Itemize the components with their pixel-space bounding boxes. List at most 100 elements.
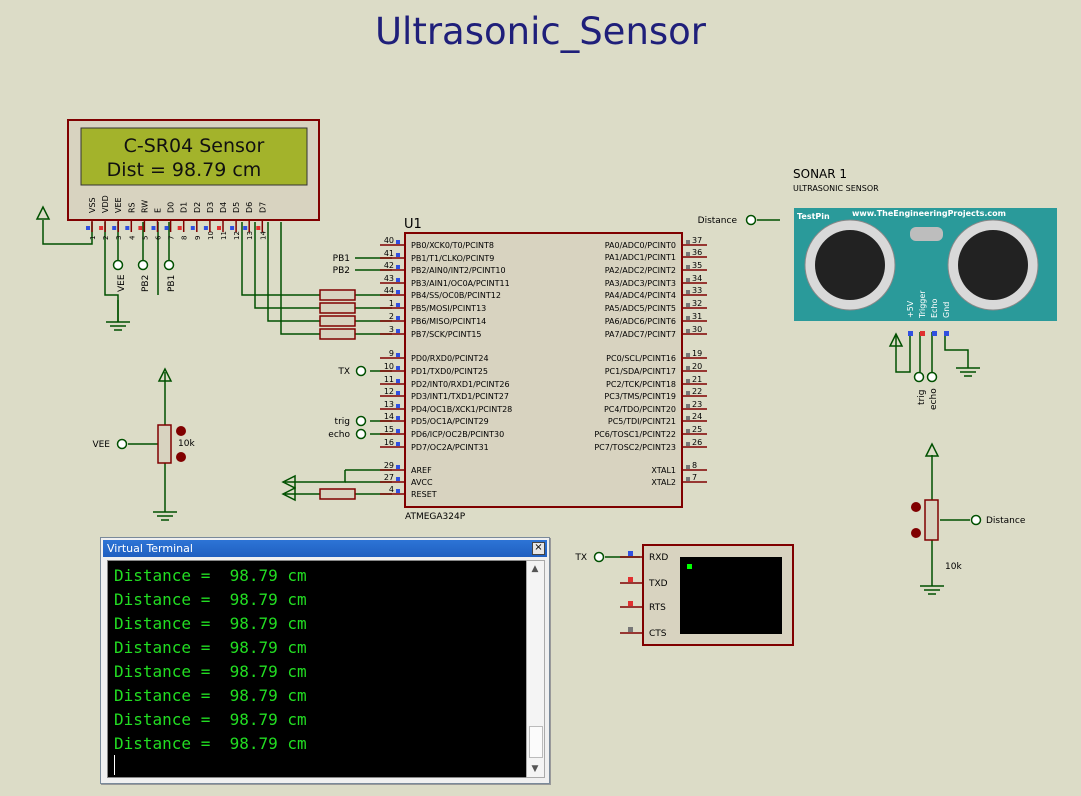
lcd-line-2: Dist = 98.79 cm: [107, 159, 262, 181]
mcu-pin-name: PD0/RXD0/PCINT24: [411, 354, 489, 363]
mcu-pin-number: 35: [692, 261, 702, 270]
mcu-pin-name: PB4/SS/OC0B/PCINT12: [411, 291, 501, 300]
vt-line: Distance = 98.79 cm: [114, 638, 307, 657]
mcu-pin-number: 26: [692, 438, 702, 447]
tx-label: TX: [337, 367, 350, 377]
mcu-pin-number: 16: [384, 438, 394, 447]
lcd-pin-name: VDD: [101, 195, 110, 213]
lcd-pin-name: D1: [180, 202, 189, 213]
pin-state-marker: [396, 316, 400, 320]
pin-state-marker: [86, 226, 90, 230]
pin-state-marker: [396, 303, 400, 307]
mcu-pin-name: PC2/TCK/PCINT18: [606, 380, 676, 389]
vt-line: Distance = 98.79 cm: [114, 686, 307, 705]
mcu-pin-name: PA7/ADC7/PCINT7: [605, 330, 676, 339]
mcu-pin-number: 30: [692, 325, 702, 334]
lcd-term-vee: VEE: [117, 274, 127, 292]
mcu-pin-number: 15: [384, 425, 394, 434]
pin-state-marker: [396, 429, 400, 433]
pin-state-marker: [243, 226, 248, 230]
pin-state-marker: [396, 240, 400, 244]
vt-titlebar[interactable]: Virtual Terminal ×: [103, 540, 547, 557]
mcu-pin-number: 44: [384, 286, 394, 295]
pin-state-marker: [177, 226, 182, 230]
pin-state-marker: [396, 442, 400, 446]
pin-state-marker: [396, 477, 400, 481]
pin-state-marker: [932, 331, 937, 336]
pin-state-marker: [628, 577, 633, 582]
mcu-pin-number: 21: [692, 375, 702, 384]
sonar-mesh-right: [958, 230, 1028, 300]
pin-state-marker: [686, 416, 690, 420]
pin-state-marker: [686, 265, 690, 269]
mcu-pin-name: PB5/MOSI/PCINT13: [411, 304, 486, 313]
mcu-pin-name: XTAL1: [651, 466, 676, 475]
virtual-terminal-window[interactable]: Virtual Terminal × Distance = 98.79 cm D…: [100, 537, 550, 784]
scroll-thumb[interactable]: [529, 726, 543, 758]
pin-state-marker: [686, 404, 690, 408]
mcu-pin-name: PD4/OC1B/XCK1/PCINT28: [411, 405, 512, 414]
mcu-pin-number: 9: [389, 349, 394, 358]
scroll-down-icon[interactable]: ▼: [531, 764, 539, 774]
serial-pin-name: TXD: [648, 579, 668, 589]
pin-state-marker: [164, 226, 169, 230]
terminal-circles: [112, 214, 982, 563]
lcd-pin-number: 12: [233, 231, 241, 240]
pin-state-marker: [628, 551, 633, 556]
pin-state-marker: [396, 379, 400, 383]
echo-label: echo: [328, 430, 350, 440]
pin-state-marker: [138, 226, 143, 230]
pin-state-marker: [396, 253, 400, 257]
sonar-pin-name: +5V: [906, 300, 915, 318]
vt-cursor: [114, 755, 115, 775]
distance-label-top: Distance: [698, 216, 738, 226]
vt-screen[interactable]: Distance = 98.79 cm Distance = 98.79 cm …: [107, 560, 527, 778]
mcu-pin-number: 42: [384, 261, 394, 270]
pin-state-marker: [396, 366, 400, 370]
pin-state-marker: [686, 366, 690, 370]
pot-left[interactable]: 10k: [157, 424, 195, 464]
lcd-pin-labels: VSS1VDD2VEE3RS4RW5E6D07D18D29D310D411D51…: [86, 195, 267, 240]
lcd-pin-name: D0: [167, 202, 176, 213]
serial-tx-label: TX: [574, 553, 587, 563]
sonar-term-trig: trig: [917, 390, 927, 405]
pot-right[interactable]: 10k: [911, 499, 962, 572]
ultrasonic-sensor[interactable]: SONAR 1 ULTRASONIC SENSOR www.TheEnginee…: [793, 167, 1057, 336]
mcu-pin-number: 4: [389, 485, 394, 494]
pin-state-marker: [686, 391, 690, 395]
pin-state-marker: [686, 442, 690, 446]
close-icon[interactable]: ×: [532, 542, 545, 555]
sonar-term-echo: echo: [929, 388, 939, 410]
pin-state-marker: [686, 316, 690, 320]
mcu-part: ATMEGA324P: [405, 512, 466, 522]
mcu-pin-number: 43: [384, 274, 394, 283]
mcu-pin-name: PA0/ADC0/PCINT0: [605, 241, 676, 250]
sonar-pin-name: Echo: [930, 298, 939, 318]
mcu-pin-name: AREF: [411, 466, 432, 475]
pin-state-marker: [686, 329, 690, 333]
lcd-display[interactable]: C-SR04 Sensor Dist = 98.79 cm VSS1VDD2VE…: [67, 119, 320, 240]
sonar-pin-name: Gnd: [942, 302, 951, 318]
mcu-pin-number: 20: [692, 362, 702, 371]
mcu-pin-number: 32: [692, 299, 702, 308]
pin-state-marker: [217, 226, 221, 230]
mcu-pin-name: PD2/INT0/RXD1/PCINT26: [411, 380, 510, 389]
pin-state-marker: [396, 404, 400, 408]
sonar-crystal: [910, 227, 943, 241]
pin-state-marker: [396, 465, 400, 469]
vt-line: Distance = 98.79 cm: [114, 734, 307, 753]
pin-state-marker: [686, 240, 690, 244]
mcu-pin-name: RESET: [411, 490, 437, 499]
mcu-pin-name: PB6/MISO/PCINT14: [411, 317, 486, 326]
vt-scrollbar[interactable]: ▲ ▼: [526, 560, 545, 778]
mcu-atmega324p[interactable]: U1 40PB0/XCK0/T0/PCINT841PB1/T1/CLKO/PCI…: [380, 217, 707, 522]
scroll-up-icon[interactable]: ▲: [531, 564, 539, 574]
mcu-pin-name: PB7/SCK/PCINT15: [411, 330, 482, 339]
pin-state-marker: [686, 477, 690, 481]
sonar-type: ULTRASONIC SENSOR: [793, 184, 879, 193]
power-symbols: [35, 205, 980, 595]
pin-state-marker: [920, 331, 925, 336]
